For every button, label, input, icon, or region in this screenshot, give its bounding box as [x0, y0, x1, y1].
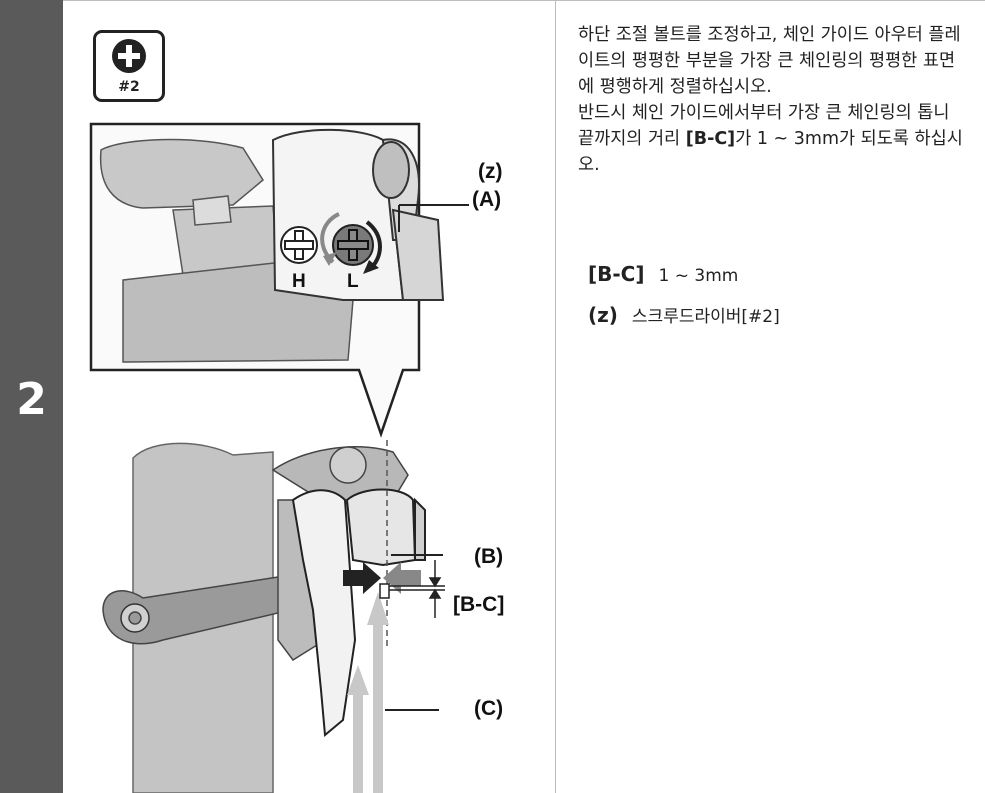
tool-size-label: #2 [118, 79, 140, 95]
callout-b: (B) [474, 545, 504, 568]
phillips-head-icon [112, 39, 146, 73]
legend-value: 1 ~ 3mm [658, 266, 739, 286]
legend: [B-C] 1 ~ 3mm (z) 스크루드라이버[#2] [588, 262, 968, 342]
guide-arrow [343, 562, 381, 594]
low-limit-screw [332, 224, 374, 266]
legend-value: 스크루드라이버[#2] [631, 307, 780, 327]
chain-guide-plate [291, 489, 357, 737]
instruction-text: 반드시 체인 가이드에서부터 가장 큰 체인링의 톱니 끝까지의 거리 [578, 103, 950, 149]
high-label: H [292, 271, 306, 292]
illustration-panel: #2 [63, 0, 555, 793]
dimension-bracket [389, 560, 445, 618]
step-sidebar [0, 0, 63, 793]
callout-z: (z) [478, 160, 503, 183]
column-divider [555, 0, 556, 793]
top-divider [63, 0, 985, 1]
legend-key: [B-C] [588, 262, 645, 286]
callout-bc: [B-C] [453, 593, 505, 616]
legend-row-bc: [B-C] 1 ~ 3mm [588, 262, 968, 302]
callout-a: (A) [472, 188, 502, 211]
screwdriver-icon: #2 [93, 30, 165, 102]
instruction-text: 가 1 ~ 3mm가 되도록 하십시오. [578, 129, 963, 175]
callout-c: (C) [474, 697, 504, 720]
low-label: L [347, 271, 359, 292]
instruction-paragraph-2: 반드시 체인 가이드에서부터 가장 큰 체인링의 톱니 끝까지의 거리 [B-C… [578, 100, 968, 178]
derailleur-illustration: H L [89, 122, 469, 793]
step-number: 2 [16, 374, 47, 425]
high-limit-screw [280, 226, 318, 264]
chainring-tooth [347, 592, 389, 793]
instruction-paragraph-1: 하단 조절 볼트를 조정하고, 체인 가이드 아우터 플레이트의 평평한 부분을… [578, 25, 961, 97]
instructions-column: 하단 조절 볼트를 조정하고, 체인 가이드 아우터 플레이트의 평평한 부분을… [578, 22, 968, 178]
chain-guide-outer [345, 488, 426, 567]
legend-row-z: (z) 스크루드라이버[#2] [588, 302, 968, 342]
legend-key: (z) [588, 303, 618, 327]
instruction-emphasis: [B-C] [685, 129, 736, 149]
